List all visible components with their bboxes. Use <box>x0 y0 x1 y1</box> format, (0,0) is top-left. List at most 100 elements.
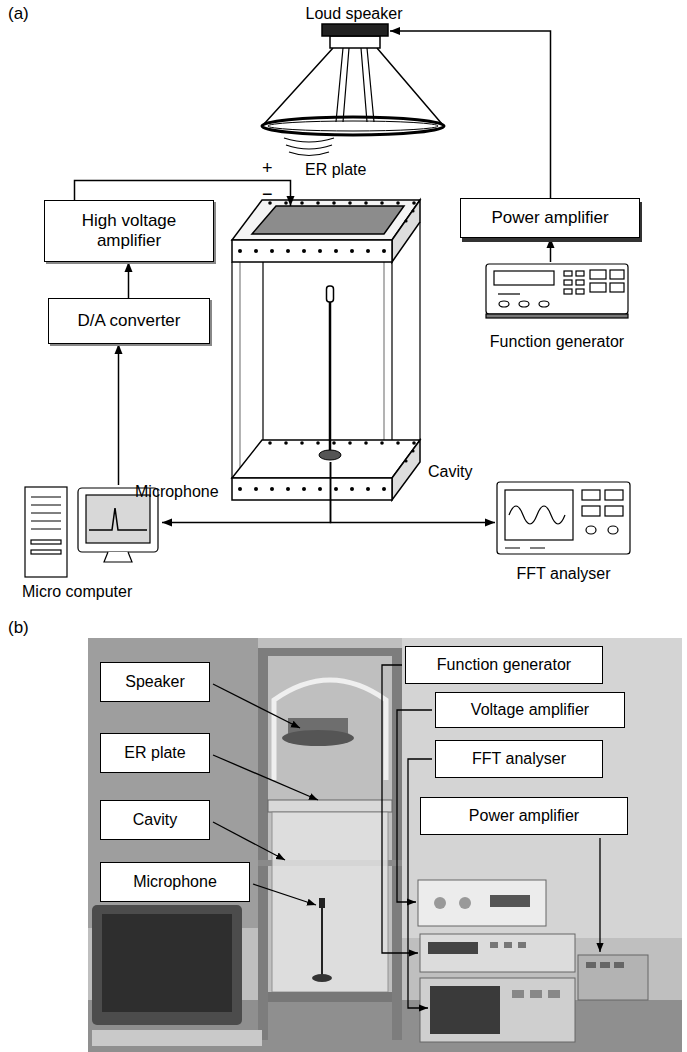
apparatus-photo <box>518 942 526 948</box>
apparatus-photo <box>92 905 242 1025</box>
apparatus-photo <box>319 898 325 908</box>
loudspeaker-drawing <box>322 24 388 36</box>
fft-analyser-drawing <box>505 547 545 548</box>
bolt-dots <box>238 487 242 491</box>
microphone-drawing <box>319 450 341 460</box>
apparatus-photo <box>430 986 500 1034</box>
bolt-dots <box>382 249 386 253</box>
apparatus-photo <box>92 1030 262 1046</box>
bolt-dots <box>334 487 338 491</box>
cavity-drawing <box>232 240 392 262</box>
apparatus-photo <box>459 897 471 909</box>
leader-lines <box>253 884 316 905</box>
computer-drawing <box>25 487 158 577</box>
bolt-dots <box>380 201 384 205</box>
node-label: D/A converter <box>78 311 181 331</box>
leader-lines <box>213 822 285 860</box>
computer-drawing <box>86 495 150 543</box>
fft-analyser-drawing <box>605 506 623 516</box>
node-label: ER plate <box>124 743 185 762</box>
computer-drawing <box>89 508 147 530</box>
node-label: Power amplifier <box>469 806 579 825</box>
computer-drawing <box>104 552 132 562</box>
bolt-dots <box>286 487 290 491</box>
cavity-drawing <box>392 200 420 262</box>
photo-callout: Microphone <box>100 862 250 902</box>
bolt-dots <box>254 249 258 253</box>
bolt-dots <box>364 441 368 445</box>
photo-callout: Power amplifier <box>420 797 628 835</box>
computer-drawing <box>31 497 61 529</box>
function-generator-drawing <box>610 283 624 292</box>
node-label: Cavity <box>428 462 472 481</box>
bolt-dots <box>348 441 352 445</box>
signal-wire <box>118 344 120 485</box>
bolt-dots <box>404 459 407 462</box>
fft-analyser-drawing <box>582 506 600 516</box>
apparatus-photo <box>418 880 546 926</box>
node-label: FFT analyser <box>517 564 611 583</box>
apparatus-photo <box>402 638 682 938</box>
signal-wire <box>550 238 552 262</box>
apparatus-photo <box>88 638 258 928</box>
apparatus-photo <box>586 962 596 968</box>
bolt-dots <box>268 441 272 445</box>
bolt-dots <box>411 209 414 212</box>
loudspeaker-drawing <box>264 48 442 124</box>
bolt-dots <box>318 249 322 253</box>
fft-analyser-drawing <box>586 526 596 534</box>
function-generator: Function generator <box>484 262 630 352</box>
apparatus-photo <box>102 914 232 1012</box>
photo-callout: Cavity <box>100 800 210 840</box>
node-label: Function generator <box>437 655 571 674</box>
function-generator-drawing <box>499 301 509 307</box>
amplifier-box: Power amplifier <box>460 198 640 238</box>
apparatus-photo <box>268 800 392 812</box>
bolt-dots <box>300 441 304 445</box>
leader-lines <box>213 755 318 800</box>
loudspeaker: Loud speaker <box>318 4 390 54</box>
amplifier-box: High voltage amplifier <box>44 200 214 262</box>
bolt-dots <box>412 201 416 205</box>
node-label: Micro computer <box>22 582 132 601</box>
fft-analyser-drawing <box>497 482 630 554</box>
microphone-drawing <box>319 286 341 460</box>
fft-analyser-drawing <box>605 490 623 500</box>
label-anchor: (b) <box>8 618 29 638</box>
cavity-drawing <box>392 440 420 500</box>
apparatus-photo <box>88 638 682 1052</box>
bolt-dots <box>350 249 354 253</box>
er-plate: ER plate <box>255 206 400 234</box>
computer-drawing <box>31 540 61 544</box>
cavity: CavityER plateMicrophone <box>232 200 420 500</box>
apparatus-photo <box>282 730 354 746</box>
function-generator-drawing <box>498 293 520 294</box>
label-anchor: − <box>262 184 273 206</box>
bolt-dots <box>366 249 370 253</box>
bolt-dots <box>318 487 322 491</box>
micro-computer: Micro computer <box>22 485 162 602</box>
photo-callout: FFT analyser <box>435 740 603 778</box>
bolt-dots <box>396 201 400 205</box>
function-generator-drawing <box>564 280 572 285</box>
apparatus-photo <box>614 962 624 968</box>
apparatus-photo <box>548 990 560 998</box>
bolt-dots <box>332 201 336 205</box>
fft-analyser-drawing <box>582 490 600 500</box>
bolt-dots <box>366 487 370 491</box>
function-generator-drawing <box>486 314 628 318</box>
polarity-sign: − <box>262 184 273 206</box>
loudspeaker-drawing <box>268 121 438 131</box>
node-label: Voltage amplifier <box>471 700 589 719</box>
apparatus-photo <box>272 812 388 992</box>
microphone: Microphone <box>320 285 340 462</box>
leader-lines <box>382 665 418 953</box>
apparatus-photo <box>88 638 682 1052</box>
function-generator-drawing <box>519 301 529 307</box>
apparatus-photo <box>258 648 402 656</box>
apparatus-photo <box>321 905 323 975</box>
function-generator-drawing <box>576 289 584 294</box>
bolt-dots <box>300 201 304 205</box>
fft-analyser-drawing <box>608 526 618 534</box>
